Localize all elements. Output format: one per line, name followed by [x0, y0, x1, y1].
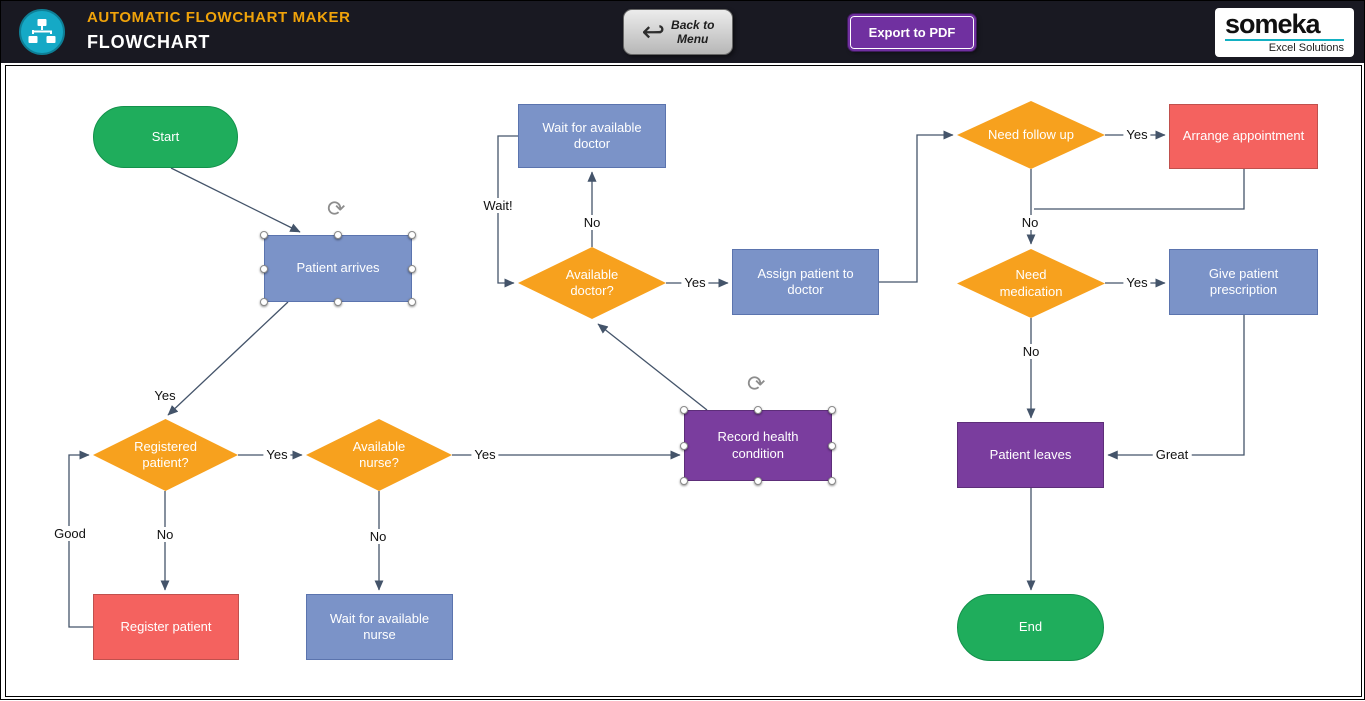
node-label: Arrange appointment	[1182, 128, 1305, 144]
selection-handle[interactable]	[408, 231, 416, 239]
flow-node-record-health[interactable]: Record health condition ⟳	[680, 373, 836, 485]
node-label: Need follow up	[988, 126, 1074, 142]
selection-handle[interactable]	[260, 298, 268, 306]
selection-handle[interactable]	[828, 406, 836, 414]
node-label: End	[1018, 619, 1043, 635]
selection-handle[interactable]	[754, 406, 762, 414]
flow-node-patient-leaves[interactable]: Patient leaves	[957, 422, 1104, 488]
selection-handle[interactable]	[408, 264, 416, 273]
edge-label-register-good[interactable]: Good	[51, 526, 89, 541]
selection-handle[interactable]	[828, 441, 836, 450]
rotate-handle[interactable]: ⟳	[747, 371, 766, 396]
someka-brand-text: someka	[1225, 9, 1321, 39]
edge-label-registered-yes[interactable]: Yes	[263, 447, 291, 462]
node-label: Need medication	[999, 267, 1063, 299]
flow-node-assign-doctor[interactable]: Assign patient to doctor	[732, 249, 879, 315]
title-block: AUTOMATIC FLOWCHART MAKER FLOWCHART	[87, 9, 351, 53]
selection-handle[interactable]	[408, 298, 416, 306]
selection-handle[interactable]	[334, 231, 342, 239]
edge-label-doctor-yes[interactable]: Yes	[681, 275, 709, 290]
someka-logo: someka Excel Solutions	[1215, 8, 1354, 57]
node-label: Wait for available doctor	[542, 119, 642, 151]
header-bar: AUTOMATIC FLOWCHART MAKER FLOWCHART ↩ Ba…	[1, 1, 1364, 63]
selection-handle[interactable]	[260, 231, 268, 239]
edge-label-arrives-yes[interactable]: Yes	[151, 388, 179, 403]
selection-handle[interactable]	[680, 477, 688, 485]
app-logo-icon	[19, 9, 65, 55]
edge-label-wait[interactable]: Wait!	[480, 198, 516, 213]
export-button-label: Export to PDF	[868, 25, 956, 40]
node-label: Wait for available nurse	[329, 610, 430, 642]
node-label: Available nurse?	[352, 438, 406, 470]
edge-label-medication-no[interactable]: No	[1019, 344, 1043, 359]
back-arrow-icon: ↩	[641, 16, 666, 47]
edge-label-doctor-no[interactable]: No	[580, 215, 604, 230]
flow-node-start[interactable]: Start	[93, 106, 238, 168]
node-label: Give patient prescription	[1208, 265, 1279, 297]
someka-tagline: Excel Solutions	[1268, 42, 1344, 54]
node-label: Registered patient?	[134, 438, 197, 470]
app-title: AUTOMATIC FLOWCHART MAKER	[87, 9, 351, 26]
flow-node-wait-nurse[interactable]: Wait for available nurse	[306, 594, 453, 660]
selection-handle[interactable]	[754, 477, 762, 485]
flow-node-arrange-appointment[interactable]: Arrange appointment	[1169, 104, 1318, 169]
node-label: Record health condition	[717, 429, 799, 461]
edge-label-followup-no[interactable]: No	[1018, 215, 1042, 230]
selection-handle[interactable]	[260, 264, 268, 273]
rotate-handle[interactable]: ⟳	[327, 196, 346, 221]
node-label: Patient leaves	[989, 446, 1072, 462]
node-label: Available doctor?	[565, 266, 619, 298]
flow-node-wait-doctor[interactable]: Wait for available doctor	[518, 104, 666, 168]
node-label: Assign patient to doctor	[757, 265, 854, 297]
node-label: Register patient	[120, 618, 212, 634]
selection-handle[interactable]	[828, 477, 836, 485]
edge-label-nurse-yes[interactable]: Yes	[471, 447, 499, 462]
back-button-label: Back to Menu	[671, 17, 715, 46]
selection-handle[interactable]	[334, 298, 342, 306]
flow-node-give-prescription[interactable]: Give patient prescription	[1169, 249, 1318, 315]
edge-label-nurse-no[interactable]: No	[366, 529, 390, 544]
edge-label-great[interactable]: Great	[1152, 447, 1192, 462]
someka-logo-underline	[1225, 39, 1344, 41]
selection-handle[interactable]	[680, 406, 688, 414]
edge-label-followup-yes[interactable]: Yes	[1123, 127, 1151, 142]
edge-label-registered-no[interactable]: No	[153, 527, 177, 542]
back-to-menu-button[interactable]: ↩ Back to Menu	[623, 9, 733, 55]
selection-handle[interactable]	[680, 441, 688, 450]
flow-node-patient-arrives[interactable]: Patient arrives ⟳	[260, 198, 416, 306]
flow-node-register-patient[interactable]: Register patient	[93, 594, 239, 660]
node-label: Start	[151, 128, 180, 144]
node-label: Patient arrives	[296, 260, 380, 276]
flow-node-end[interactable]: End	[957, 594, 1104, 661]
export-to-pdf-button[interactable]: Export to PDF	[848, 14, 976, 51]
page-title: FLOWCHART	[87, 32, 211, 52]
edge-label-medication-yes[interactable]: Yes	[1123, 275, 1151, 290]
